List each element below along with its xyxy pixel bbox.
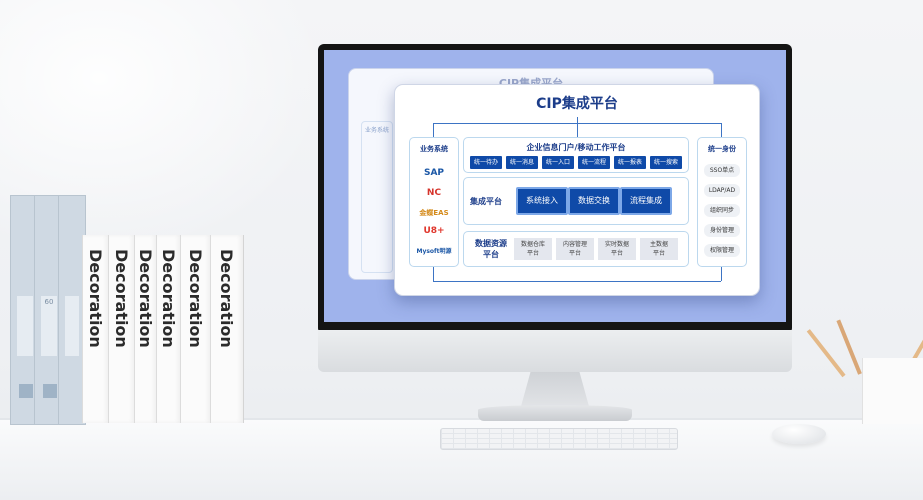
identity-title: 统一身份	[708, 145, 736, 153]
u8-logo: U8+	[423, 226, 445, 236]
identity-item-sso: SSO单点	[704, 164, 740, 177]
portal-item-report: 统一报表	[614, 156, 646, 169]
book: Decoration	[210, 235, 244, 423]
desk-edge	[0, 418, 923, 421]
data-resource-panel: 数据资源 平台 数据仓库 平台 内容管理 平台 实时数据 平台 主数据 平台	[463, 231, 689, 267]
identity-item-permission-mgmt: 权限管理	[704, 244, 740, 257]
mouse	[772, 424, 826, 444]
data-resource-item-name: 数据仓库	[520, 241, 545, 248]
data-resource-item: 实时数据 平台	[598, 238, 636, 260]
data-resource-item-suffix: 平台	[526, 250, 539, 257]
portal-item-message: 统一消息	[506, 156, 538, 169]
book-spine-text: Decoration	[136, 249, 155, 348]
data-resource-item-name: 实时数据	[604, 241, 629, 248]
book-spine-text: Decoration	[86, 249, 105, 348]
connector-center	[577, 117, 578, 137]
connector-right-bottom	[721, 265, 722, 281]
book-spine-text: Decoration	[159, 249, 178, 348]
slide-back-side-label: 业务系统	[365, 127, 390, 134]
portal-panel: 企业信息门户/移动工作平台 统一待办 统一消息 统一入口 统一流程 统一报表 统…	[463, 137, 689, 173]
binder-tab	[19, 384, 33, 398]
book: Decoration	[108, 235, 136, 423]
integration-item-exchange: 数据交换	[568, 187, 620, 215]
monitor-base	[478, 405, 632, 421]
portal-title: 企业信息门户/移动工作平台	[526, 143, 626, 152]
business-systems-title: 业务系统	[420, 145, 448, 153]
identity-item-org-sync: 组织同步	[704, 204, 740, 217]
integration-panel: 集成平台 系统接入 数据交换 流程集成	[463, 177, 689, 225]
integration-title: 集成平台	[470, 197, 502, 206]
integration-item-flow: 流程集成	[620, 187, 672, 215]
book: Decoration	[156, 235, 182, 423]
identity-item-ldap: LDAP/AD	[704, 184, 740, 197]
keyboard	[440, 428, 678, 450]
portal-item-entry: 统一入口	[542, 156, 574, 169]
book: Decoration	[82, 235, 110, 423]
data-resource-item: 数据仓库 平台	[514, 238, 552, 260]
connector-left-bottom	[433, 265, 434, 281]
book-spine-text: Decoration	[186, 249, 205, 348]
identity-panel: 统一身份 SSO单点 LDAP/AD 组织同步 身份管理 权限管理	[697, 137, 747, 267]
data-resource-item: 内容管理 平台	[556, 238, 594, 260]
data-resource-item-name: 内容管理	[562, 241, 587, 248]
data-resource-item: 主数据 平台	[640, 238, 678, 260]
pencil	[806, 329, 846, 378]
kingdee-eas-logo: 金蝶EAS	[419, 209, 449, 217]
binder-tab	[43, 384, 57, 398]
monitor-chin	[318, 330, 792, 372]
data-resource-item-name: 主数据	[649, 241, 668, 248]
data-resource-title: 数据资源 平台	[475, 239, 507, 259]
binder-label	[17, 296, 33, 356]
binder-number: 60	[44, 298, 54, 306]
platform-title: CIP集成平台	[536, 96, 618, 112]
binder-label	[65, 296, 79, 356]
slide-back-sidebar: 业务系统	[361, 121, 393, 273]
binder	[58, 195, 86, 425]
connector-bottom	[433, 281, 721, 282]
book: Decoration	[180, 235, 212, 423]
monitor-stand	[520, 372, 590, 410]
data-resource-item-suffix: 平台	[568, 250, 581, 257]
portal-item-search: 统一搜索	[650, 156, 682, 169]
book-spine-text: Decoration	[112, 249, 131, 348]
portal-item-process: 统一流程	[578, 156, 610, 169]
book: Decoration	[134, 235, 158, 423]
data-resource-item-suffix: 平台	[652, 250, 665, 257]
identity-item-identity-mgmt: 身份管理	[704, 224, 740, 237]
nc-logo: NC	[426, 188, 442, 198]
integration-item-access: 系统接入	[516, 187, 568, 215]
sap-logo: SAP	[423, 168, 445, 178]
book-spine-text: Decoration	[217, 249, 236, 348]
pencil	[836, 319, 862, 375]
platform-slide: CIP集成平台 业务系统 SAP NC 金蝶EAS U8+ Mysoft明源 企…	[394, 84, 760, 296]
business-systems-panel: 业务系统 SAP NC 金蝶EAS U8+ Mysoft明源	[409, 137, 459, 267]
binder-label: 60	[41, 296, 57, 356]
mysoft-logo: Mysoft明源	[416, 248, 452, 255]
portal-item-todo: 统一待办	[470, 156, 502, 169]
data-resource-item-suffix: 平台	[610, 250, 623, 257]
connector-right-top	[721, 123, 722, 137]
pencil-cup	[862, 358, 923, 424]
connector-left-top	[433, 123, 434, 137]
